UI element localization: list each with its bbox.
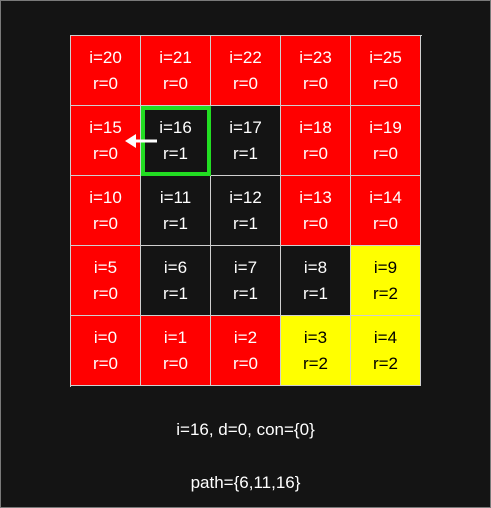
cell-index-label: i=9 xyxy=(373,257,398,277)
cell-index-label: i=2 xyxy=(233,327,258,347)
cell-index-label: i=7 xyxy=(233,257,258,277)
cell-index-label: i=3 xyxy=(303,327,328,347)
cell-value-label: r=2 xyxy=(372,283,399,303)
cell-index-label: i=8 xyxy=(303,257,328,277)
cell-index-label: i=11 xyxy=(159,187,192,207)
cell-value-label: r=1 xyxy=(302,283,329,303)
maze-grid: i=20 r=0 i=21 r=0 i=22 r=0 i=23 r=0 i=25 r=0 i=15 r… xyxy=(70,35,422,387)
cell-value-label: r=0 xyxy=(302,73,329,93)
grid-cell: i=18 r=0 xyxy=(281,106,351,176)
cell-index-label: i=0 xyxy=(93,327,118,347)
cell-value-label: r=1 xyxy=(232,143,259,163)
cell-value-label: r=0 xyxy=(302,213,329,233)
cell-value-label: r=0 xyxy=(372,213,399,233)
cell-value-label: r=0 xyxy=(92,213,119,233)
cell-index-label: i=15 xyxy=(89,117,122,137)
grid-cell: i=10 r=0 xyxy=(71,176,141,246)
cell-value-label: r=1 xyxy=(162,283,189,303)
cell-value-label: r=0 xyxy=(92,283,119,303)
cell-value-label: r=0 xyxy=(162,73,189,93)
cell-value-label: r=0 xyxy=(232,73,259,93)
grid-cell: i=22 r=0 xyxy=(211,36,281,106)
cell-value-label: r=1 xyxy=(162,143,189,163)
cell-value-label: r=0 xyxy=(92,73,119,93)
path-line: path={6,11,16} xyxy=(190,473,301,492)
grid-cell: i=20 r=0 xyxy=(71,36,141,106)
grid-cell: i=17 r=1 xyxy=(211,106,281,176)
grid-cell: i=25 r=0 xyxy=(351,36,421,106)
cell-index-label: i=21 xyxy=(159,47,192,67)
grid-cell: i=13 r=0 xyxy=(281,176,351,246)
cell-value-label: r=0 xyxy=(372,73,399,93)
cell-index-label: i=23 xyxy=(299,47,332,67)
grid-cell: i=23 r=0 xyxy=(281,36,351,106)
cell-index-label: i=10 xyxy=(89,187,122,207)
cell-index-label: i=16 xyxy=(159,117,192,137)
cell-index-label: i=17 xyxy=(229,117,262,137)
cell-value-label: r=1 xyxy=(232,283,259,303)
cell-value-label: r=2 xyxy=(372,353,399,373)
cell-index-label: i=1 xyxy=(163,327,188,347)
grid-cell: i=21 r=0 xyxy=(141,36,211,106)
grid-cell-current: i=16 r=1 xyxy=(141,106,211,176)
cell-value-label: r=1 xyxy=(162,213,189,233)
cell-index-label: i=25 xyxy=(369,47,402,67)
cell-value-label: r=0 xyxy=(232,353,259,373)
cell-index-label: i=4 xyxy=(373,327,398,347)
cell-value-label: r=0 xyxy=(162,353,189,373)
cell-index-label: i=5 xyxy=(93,257,118,277)
cell-index-label: i=19 xyxy=(369,117,402,137)
cell-value-label: r=0 xyxy=(92,353,119,373)
cell-value-label: r=0 xyxy=(302,143,329,163)
grid-cell: i=11 r=1 xyxy=(141,176,211,246)
cell-index-label: i=22 xyxy=(229,47,262,67)
status-line: i=16, d=0, con={0} xyxy=(176,420,315,439)
cell-index-label: i=13 xyxy=(299,187,332,207)
grid-cell: i=14 r=0 xyxy=(351,176,421,246)
cell-index-label: i=6 xyxy=(163,257,188,277)
cell-index-label: i=14 xyxy=(369,187,402,207)
cell-value-label: r=0 xyxy=(372,143,399,163)
cell-value-label: r=0 xyxy=(92,143,119,163)
cell-index-label: i=12 xyxy=(229,187,262,207)
grid-cell: i=12 r=1 xyxy=(211,176,281,246)
cell-index-label: i=20 xyxy=(89,47,122,67)
cell-value-label: r=2 xyxy=(302,353,329,373)
grid-cell: i=19 r=0 xyxy=(351,106,421,176)
cell-value-label: r=1 xyxy=(232,213,259,233)
cell-index-label: i=18 xyxy=(299,117,332,137)
arrow-left-icon xyxy=(125,134,157,148)
